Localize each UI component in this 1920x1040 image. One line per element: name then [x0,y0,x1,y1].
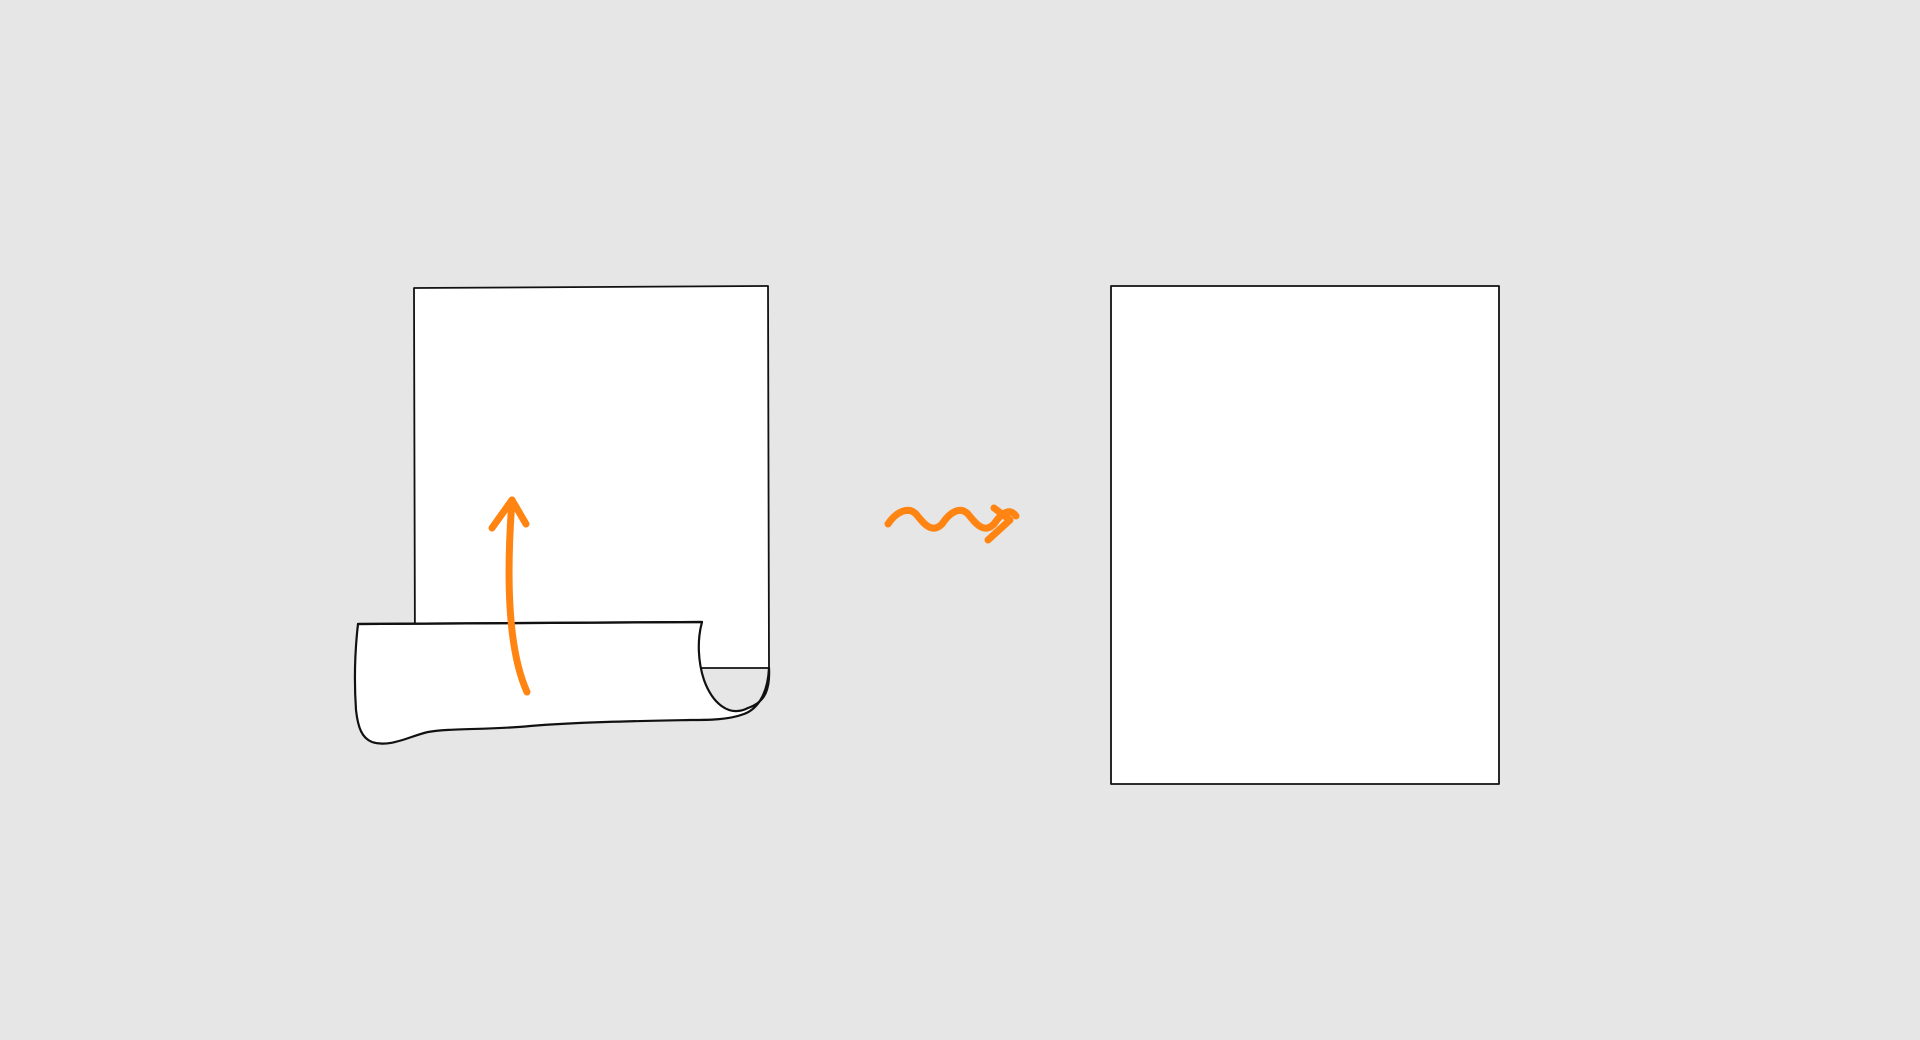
unroll-arrow-head [488,496,530,532]
unroll-arrow [488,496,531,696]
wavy-arrow-head [984,504,1014,544]
rolled-sheet-fold-line [356,620,704,626]
unroll-arrow-shaft [505,496,531,696]
flat-sheet-page [1110,285,1500,785]
flat-sheet [1110,285,1500,785]
wavy-arrow [884,504,1020,544]
wavy-arrow-shaft [884,506,1020,532]
rolled-sheet [353,285,771,745]
rolled-sheet-back [413,285,770,669]
rolled-sheet-curl [353,620,771,745]
